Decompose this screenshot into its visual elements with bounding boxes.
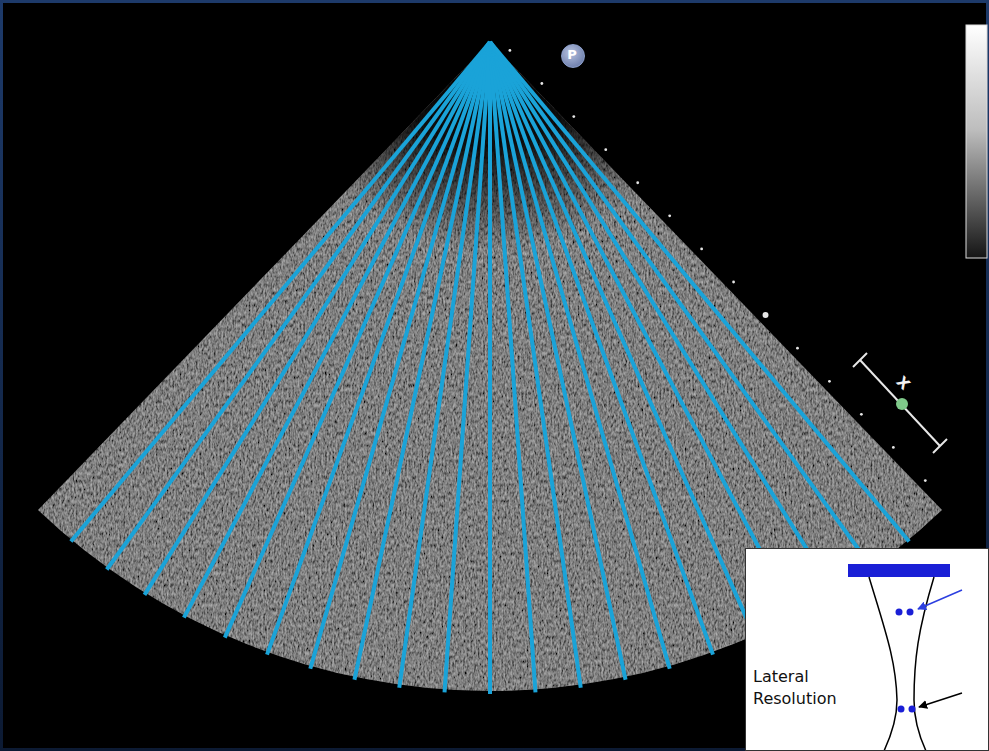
scan-line bbox=[488, 42, 492, 694]
scan-line bbox=[490, 42, 755, 638]
scan-line bbox=[445, 42, 490, 692]
depth-dot bbox=[828, 380, 831, 383]
scan-line bbox=[399, 42, 490, 688]
depth-dot bbox=[763, 312, 769, 318]
depth-dot bbox=[796, 347, 799, 350]
beam-figure bbox=[848, 564, 962, 751]
depth-dot bbox=[860, 413, 863, 416]
inset-box: Lateral Resolution bbox=[745, 548, 989, 751]
scan-line bbox=[225, 42, 490, 638]
depth-dot bbox=[508, 49, 511, 52]
depth-dot bbox=[540, 82, 543, 85]
scan-line bbox=[490, 42, 581, 688]
depth-dot bbox=[924, 479, 927, 482]
depth-markers bbox=[508, 49, 926, 482]
marker-letter: P bbox=[562, 45, 582, 65]
depth-dot bbox=[604, 148, 607, 151]
scan-line bbox=[184, 42, 490, 618]
depth-dot bbox=[572, 115, 575, 118]
caliper bbox=[853, 353, 947, 453]
scan-line bbox=[490, 42, 873, 569]
scan-line bbox=[490, 42, 796, 618]
inset-panel bbox=[745, 548, 989, 751]
scan-line bbox=[490, 42, 670, 669]
depth-dot bbox=[892, 446, 895, 449]
caliper-label: X bbox=[893, 374, 912, 393]
grayscale-bar bbox=[966, 25, 987, 258]
position-marker: P bbox=[561, 44, 585, 68]
depth-dot bbox=[668, 214, 671, 217]
scan-line bbox=[490, 42, 909, 541]
depth-dot bbox=[636, 181, 639, 184]
inset-title: Lateral Resolution bbox=[753, 666, 837, 710]
depth-dot bbox=[732, 281, 735, 284]
scan-line bbox=[490, 42, 836, 595]
depth-dot bbox=[700, 248, 703, 251]
scan-line bbox=[71, 42, 490, 541]
scan-line bbox=[310, 42, 490, 669]
